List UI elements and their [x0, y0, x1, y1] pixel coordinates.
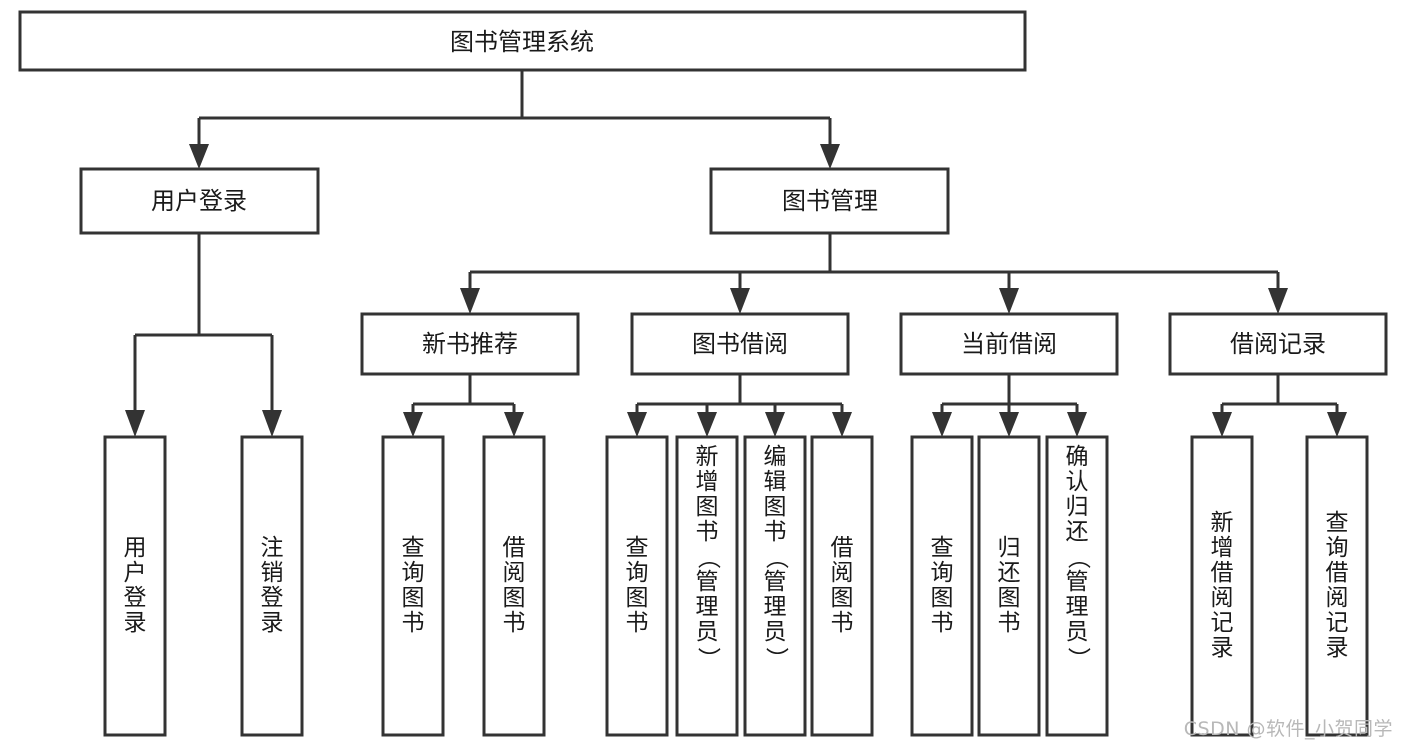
node-borrow-record[interactable]: 借阅记录	[1168, 312, 1388, 376]
arrow-to-leaf-edit-book	[765, 412, 785, 437]
node-leaf-add-record-box[interactable]	[1190, 435, 1254, 737]
node-leaf-edit-book-box[interactable]	[743, 435, 807, 737]
node-leaf-query-record-box[interactable]	[1305, 435, 1369, 737]
node-book-borrow-box	[630, 312, 850, 376]
node-book-borrow-label: 图书借阅	[692, 330, 788, 358]
node-book-borrow[interactable]: 图书借阅	[630, 312, 850, 376]
node-book-manage-label: 图书管理	[782, 187, 878, 215]
arrow-to-leaf-logout-login	[262, 410, 282, 437]
arrow-to-leaf-query-record	[1327, 412, 1347, 437]
node-current-borrow-label: 当前借阅	[961, 330, 1057, 358]
arrow-to-book-borrow	[730, 288, 750, 314]
node-leaf-borrow-book-1-box[interactable]	[482, 435, 546, 737]
node-new-book-rec-box	[360, 312, 580, 376]
arrow-to-leaf-query-book-1	[403, 412, 423, 437]
arrow-to-user-login	[189, 144, 209, 169]
node-borrow-record-label: 借阅记录	[1230, 330, 1326, 358]
arrow-to-new-book-rec	[460, 288, 480, 314]
node-current-borrow-box	[899, 312, 1119, 376]
node-user-login-label: 用户登录	[151, 187, 247, 215]
node-root-box	[18, 10, 1027, 72]
arrow-to-leaf-borrow-book-1	[504, 412, 524, 437]
node-leaf-user-login-box[interactable]	[103, 435, 167, 737]
arrow-to-leaf-return-book	[999, 412, 1019, 437]
node-book-manage[interactable]: 图书管理	[709, 167, 950, 235]
node-leaf-logout-login-box[interactable]	[240, 435, 304, 737]
node-leaf-borrow-book-2-box[interactable]	[810, 435, 874, 737]
arrow-to-current-borrow	[999, 288, 1019, 314]
node-book-manage-box	[709, 167, 950, 235]
node-root[interactable]: 图书管理系统	[18, 10, 1027, 72]
node-borrow-record-box	[1168, 312, 1388, 376]
arrow-to-leaf-query-book-3	[932, 412, 952, 437]
node-new-book-rec-label: 新书推荐	[422, 330, 518, 358]
arrow-to-leaf-add-record	[1212, 412, 1232, 437]
arrow-to-book-manage	[820, 144, 840, 169]
node-root-label: 图书管理系统	[450, 28, 594, 56]
arrow-to-leaf-add-book	[697, 412, 717, 437]
arrow-to-leaf-borrow-book-2	[832, 412, 852, 437]
arrow-to-leaf-query-book-2	[627, 412, 647, 437]
node-leaf-query-book-1-box[interactable]	[381, 435, 445, 737]
node-leaf-query-book-3-box[interactable]	[910, 435, 974, 737]
arrow-to-leaf-confirm-return	[1067, 412, 1087, 437]
node-current-borrow[interactable]: 当前借阅	[899, 312, 1119, 376]
node-new-book-rec[interactable]: 新书推荐	[360, 312, 580, 376]
arrow-to-borrow-record	[1268, 288, 1288, 314]
arrow-to-leaf-user-login	[125, 410, 145, 437]
node-leaf-query-book-2-box[interactable]	[605, 435, 669, 737]
node-leaf-confirm-return-box[interactable]	[1045, 435, 1109, 737]
node-user-login[interactable]: 用户登录	[79, 167, 320, 235]
node-leaf-add-book-box[interactable]	[675, 435, 739, 737]
node-leaf-return-book-box[interactable]	[977, 435, 1041, 737]
node-user-login-box	[79, 167, 320, 235]
